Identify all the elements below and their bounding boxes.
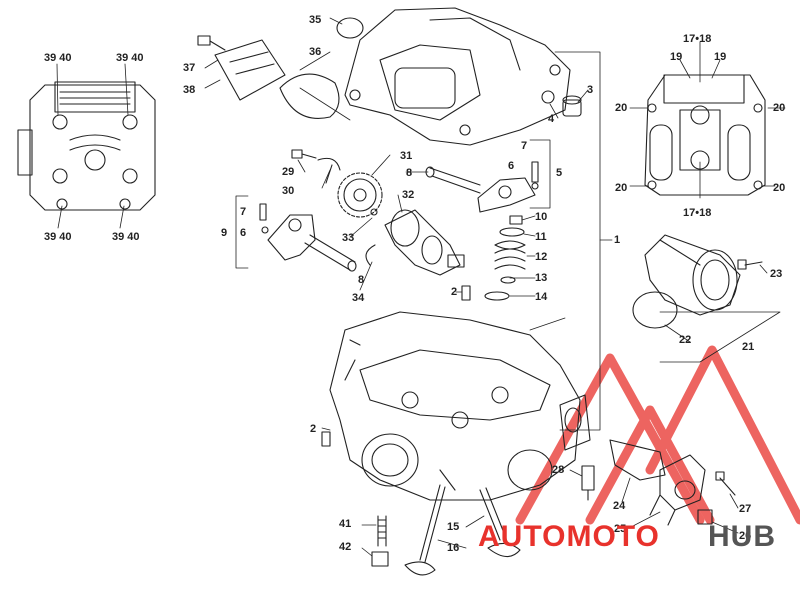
breather-plate-38 (214, 39, 286, 101)
callout-34: 34 (352, 292, 365, 304)
callout-29: 29 (282, 166, 295, 178)
callout-32: 32 (402, 189, 415, 201)
rocker-arm-right (477, 161, 539, 213)
callout-4: 4 (548, 113, 555, 125)
callout-10: 10 (535, 211, 548, 223)
rocker-arm-left (259, 203, 316, 261)
callout-2b: 2 (310, 423, 317, 435)
o-ring-4 (541, 90, 555, 104)
valve-15 (479, 487, 521, 558)
callout-22: 22 (679, 334, 692, 346)
callout-2a: 2 (451, 286, 458, 298)
callout-27: 27 (739, 503, 752, 515)
callout-5: 5 (556, 167, 563, 179)
cover-gasket-36 (279, 73, 340, 119)
nut-42 (371, 551, 389, 567)
callout-8a: 8 (406, 167, 413, 179)
callout-7a: 7 (521, 140, 528, 152)
callout-9: 9 (221, 227, 228, 239)
callout-20c: 20 (615, 182, 628, 194)
plug-3 (562, 95, 582, 117)
callout-39-40-bl: 39 40 (44, 231, 72, 243)
lock-plate-30 (317, 157, 341, 184)
callout-21: 21 (742, 341, 755, 353)
watermark-text-b: HUB (708, 520, 776, 553)
gasket-24 (609, 439, 666, 481)
valve-cover-part (344, 7, 571, 146)
callout-6a: 6 (508, 160, 515, 172)
callout-35: 35 (309, 14, 322, 26)
callout-39-40-tr: 39 40 (116, 52, 144, 64)
dowel-2-lower (321, 431, 331, 447)
callout-3: 3 (587, 84, 594, 96)
callout-15: 15 (447, 521, 460, 533)
callout-14: 14 (535, 291, 548, 303)
callout-13: 13 (535, 272, 548, 284)
callout-17-18-top: 17•18 (683, 33, 712, 45)
spark-plug-28 (581, 465, 595, 501)
callout-24: 24 (613, 500, 626, 512)
callout-19a: 19 (670, 51, 683, 63)
bolt-23 (737, 259, 763, 270)
valve-spring-assembly (484, 215, 526, 301)
callout-17-18-bottom: 17•18 (683, 207, 712, 219)
callout-23: 23 (770, 268, 783, 280)
callout-42: 42 (339, 541, 352, 553)
rocker-shaft-8a (425, 166, 481, 194)
callout-11: 11 (535, 231, 547, 243)
callout-39-40-tl: 39 40 (44, 52, 72, 64)
callout-25: 25 (614, 523, 627, 535)
callout-1: 1 (614, 234, 621, 246)
watermark-logo-icon (515, 345, 800, 525)
callout-7b: 7 (240, 206, 247, 218)
seal-ring-35 (336, 17, 364, 39)
water-outlet-25 (649, 454, 706, 526)
callout-12: 12 (535, 251, 548, 263)
bolt-29 (291, 149, 317, 159)
callout-6b: 6 (240, 227, 247, 239)
callout-37: 37 (183, 62, 196, 74)
rocker-shaft-8b (304, 234, 357, 272)
watermark-text-a: AUTOMOTO (478, 520, 660, 553)
callout-8b: 8 (358, 274, 365, 286)
valve-16 (404, 484, 446, 576)
callout-28: 28 (552, 464, 565, 476)
callout-33: 33 (342, 232, 355, 244)
callout-19b: 19 (714, 51, 727, 63)
camshaft-32 (384, 209, 465, 276)
callout-30: 30 (282, 185, 295, 197)
pin-33 (370, 208, 378, 216)
callout-16: 16 (447, 542, 460, 554)
screw-37 (197, 35, 226, 51)
callout-26: 26 (739, 530, 752, 542)
callout-20b: 20 (773, 102, 786, 114)
bolt-27 (715, 471, 736, 496)
dowel-2-upper (461, 285, 471, 301)
cam-sprocket-31 (337, 172, 383, 218)
callout-41: 41 (339, 518, 352, 530)
clip-34 (365, 244, 376, 266)
intake-manifold-21 (644, 234, 741, 316)
sensor-26 (697, 509, 713, 525)
stud-41 (377, 515, 387, 547)
cylinder-head-main (329, 311, 591, 501)
callout-39-40-br: 39 40 (112, 231, 140, 243)
o-ring-22 (632, 291, 678, 329)
callout-38: 38 (183, 84, 196, 96)
callout-36: 36 (309, 46, 322, 58)
cylinder-head-top-view (17, 81, 156, 211)
callout-31: 31 (400, 150, 413, 162)
callout-20a: 20 (615, 102, 628, 114)
callout-20d: 20 (773, 182, 786, 194)
cylinder-head-bottom-view (644, 74, 766, 196)
